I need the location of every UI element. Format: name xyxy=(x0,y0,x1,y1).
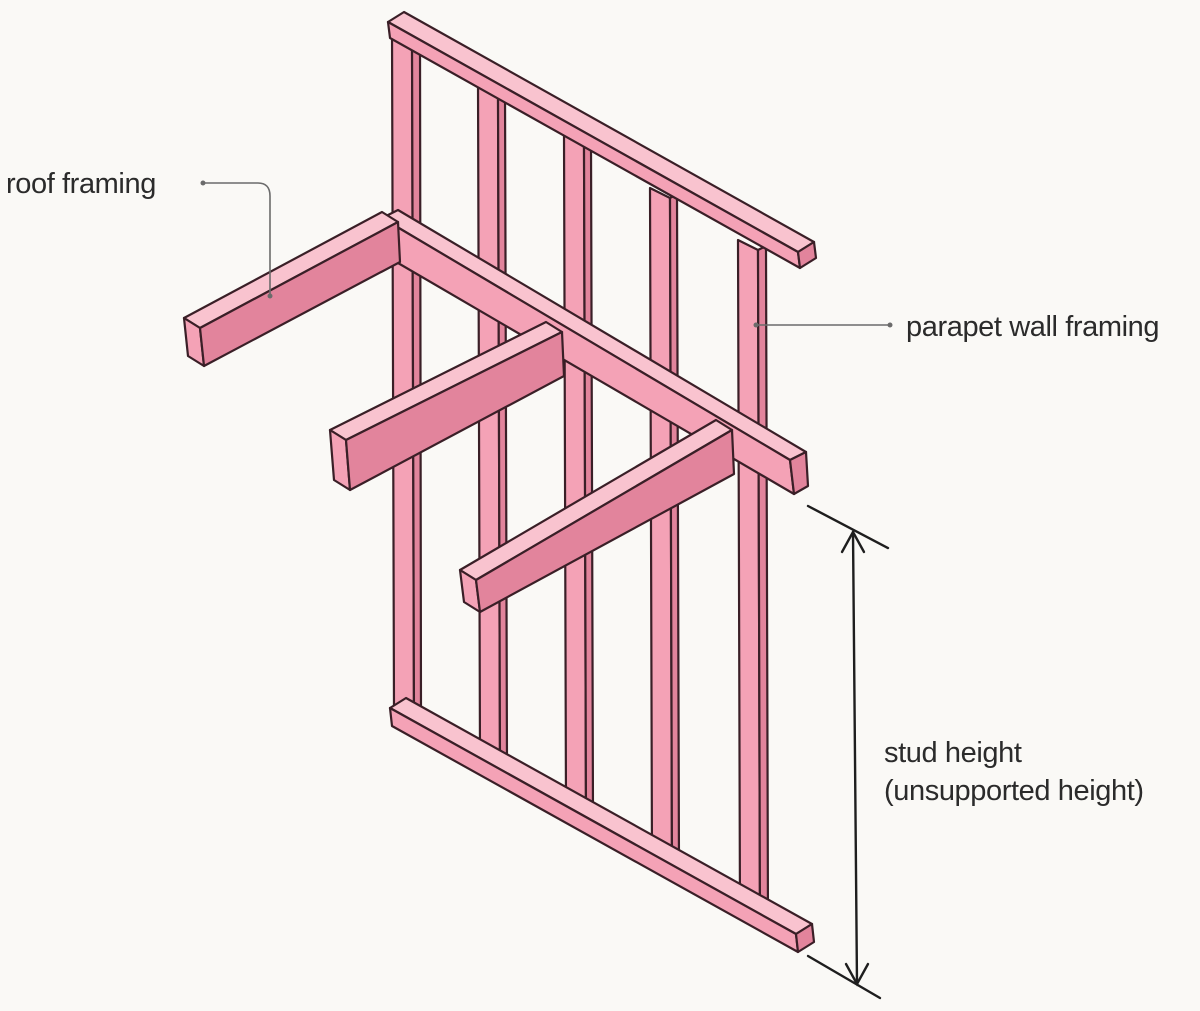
parapet-wall-framing-label: parapet wall framing xyxy=(906,311,1159,343)
stud-2 xyxy=(476,80,502,772)
ledger-beam xyxy=(380,208,810,496)
stud-3-side xyxy=(582,139,595,824)
stud-5-side xyxy=(756,244,770,930)
stud-height-dimension xyxy=(806,504,890,1000)
stud-3 xyxy=(562,133,588,824)
roof-framing-label: roof framing xyxy=(6,168,156,200)
stud-2-side xyxy=(496,86,509,772)
stud-5 xyxy=(736,238,762,930)
roof-framing-leader xyxy=(200,180,273,299)
parapet-wall-framing-leader xyxy=(753,322,893,328)
stud-1-side xyxy=(410,34,423,724)
roof-framing-members xyxy=(182,210,736,614)
stud-1 xyxy=(390,28,416,724)
stud-4 xyxy=(648,186,674,876)
stud-height-label: stud height xyxy=(884,737,1022,769)
top-plate xyxy=(386,10,818,270)
unsupported-height-label: (unsupported height) xyxy=(884,775,1144,807)
stud-4-side xyxy=(668,192,681,876)
bottom-plate xyxy=(388,696,816,954)
